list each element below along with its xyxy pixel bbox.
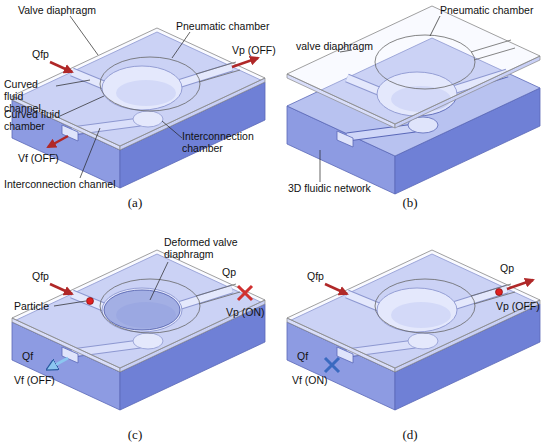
callout-label: 3D fluidic network	[288, 182, 408, 194]
leader-line	[150, 262, 168, 300]
leader-lines	[56, 16, 190, 178]
flow-arrow	[50, 284, 72, 294]
panel-d	[287, 250, 540, 410]
callout-label: valve diaphragm	[296, 40, 396, 52]
panel-caption: (b)	[385, 196, 435, 210]
callout-label: Vp (OFF)	[496, 300, 550, 312]
callout-label: Pneumatic chamber	[176, 20, 276, 32]
panel-b-diaphragm	[287, 6, 540, 128]
panel-c	[12, 250, 265, 410]
leader-line	[172, 32, 190, 58]
leader-line	[60, 96, 104, 116]
panel-caption: (d)	[385, 428, 435, 442]
callout-label: Qfp	[32, 48, 72, 60]
leader-lines	[54, 262, 168, 306]
flow-arrow	[507, 280, 533, 289]
leader-line	[430, 16, 440, 36]
leader-line	[162, 121, 182, 138]
leader-line	[320, 150, 321, 182]
callout-label: Curved fluid chamber	[4, 108, 62, 132]
closed-mark	[238, 286, 252, 300]
callout-label: Interconnection chamber	[182, 130, 272, 154]
leader-line	[54, 301, 86, 306]
callout-label: Vp (ON)	[226, 306, 286, 318]
flow-arrow	[48, 136, 68, 147]
callout-label: Vp (OFF)	[232, 44, 292, 56]
callout-label: Interconnection channel	[4, 178, 144, 190]
particle	[496, 289, 503, 296]
deformed-diaphragm	[104, 290, 180, 330]
flow-arrow	[50, 62, 72, 72]
callout-label: Deformed valve diaphragm	[164, 236, 274, 260]
callout-label: Vf (ON)	[292, 374, 352, 386]
closed-mark	[325, 358, 339, 372]
panel-caption: (c)	[110, 428, 160, 442]
callout-label: Qfp	[32, 270, 72, 282]
callout-label: Valve diaphragm	[18, 4, 118, 16]
particle	[87, 298, 94, 305]
leader-line	[56, 80, 90, 86]
callout-label: Qp	[500, 262, 530, 274]
callout-label: Qp	[222, 266, 252, 278]
flow-arrow	[325, 284, 347, 294]
valve-diaphragm	[287, 6, 540, 128]
flow-arrow	[48, 358, 68, 369]
leader-line	[80, 128, 100, 178]
leader-line	[70, 16, 98, 55]
callout-label: Qf	[22, 350, 52, 362]
callout-label: Qf	[297, 350, 327, 362]
flow-arrow	[232, 58, 258, 67]
callout-label: Qfp	[307, 270, 347, 282]
callout-label: Pneumatic chamber	[440, 4, 550, 16]
panel-caption: (a)	[110, 196, 160, 210]
callout-label: Vf (OFF)	[14, 374, 74, 386]
callout-label: Vf (OFF)	[18, 152, 78, 164]
callout-label: Particle	[14, 300, 64, 312]
